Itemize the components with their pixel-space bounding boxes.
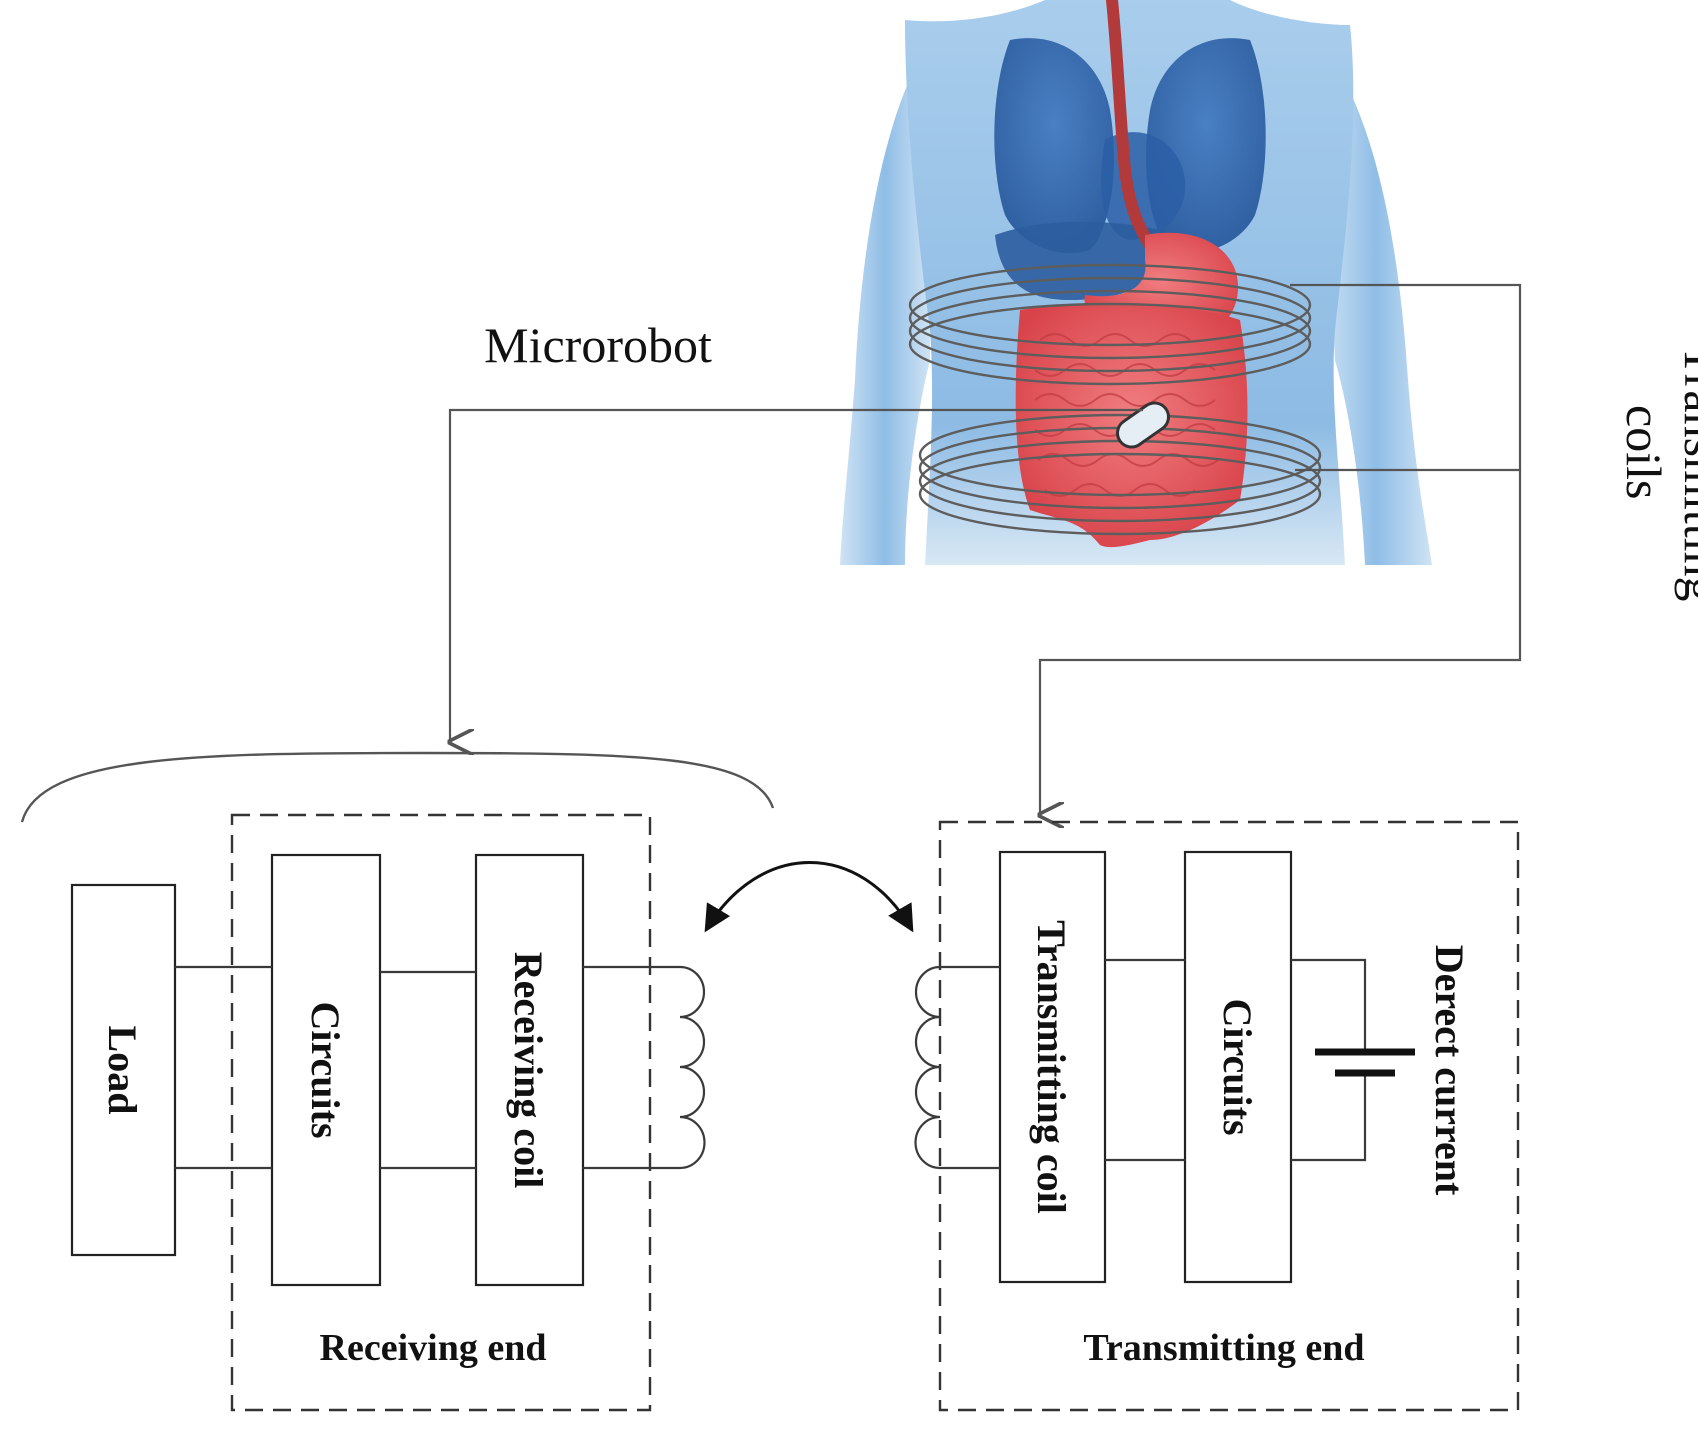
receiving-inductor: [679, 965, 706, 1170]
load-label: Load: [100, 1026, 145, 1115]
microrobot-label: Microrobot: [484, 317, 712, 373]
circuits-tx-label: Circuits: [1215, 998, 1260, 1135]
transmitting-end-frame: [938, 820, 1520, 1412]
receiving-end-frame: [230, 813, 652, 1412]
coupling-arrow: [704, 861, 914, 933]
dc-source-symbol: [1315, 1048, 1415, 1077]
transmitting-inductor: [914, 965, 941, 1170]
receiving-coil-label: Receiving coil: [506, 952, 551, 1189]
transmitting-wires: [940, 958, 1367, 1170]
receiving-end-label: Receiving end: [320, 1327, 547, 1369]
transmitting-coil-label: Transmitting coil: [1029, 920, 1074, 1214]
transmitting-coils-label-line1: Transmitting: [1674, 345, 1698, 602]
microrobot-leader: [450, 408, 1143, 742]
direct-current-label: Derect current: [1427, 945, 1472, 1196]
microrobot-capsule: [1116, 401, 1170, 449]
circuits-tx-block: Circuits: [1183, 850, 1293, 1284]
microrobot-brace: [20, 751, 775, 823]
transmitting-coils-label: Transmitting coils: [1616, 345, 1698, 602]
transmitting-coil-block: Transmitting coil: [998, 850, 1107, 1284]
transmitting-end-label: Transmitting end: [1083, 1327, 1364, 1369]
transmitting-coils-label-line2: coils: [1616, 405, 1672, 499]
receiving-wires: [175, 965, 680, 1170]
circuits-rx-block: Circuits: [270, 853, 382, 1287]
coils-leader: [1040, 283, 1522, 815]
load-block: Load: [70, 883, 177, 1257]
receiving-coil-block: Receiving coil: [474, 853, 585, 1287]
circuits-rx-label: Circuits: [303, 1001, 348, 1138]
human-torso-illustration: [840, 0, 1432, 565]
upper-transmitting-coil: [908, 263, 1312, 386]
